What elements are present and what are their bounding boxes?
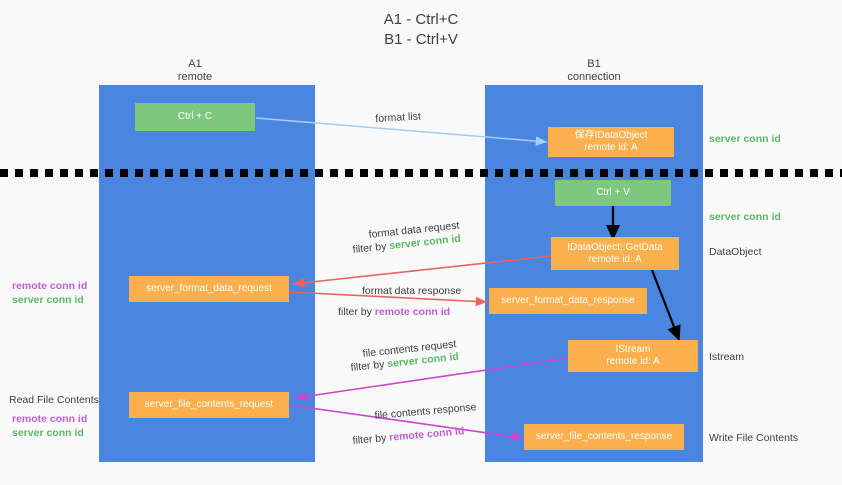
filter-prefix: filter by bbox=[350, 358, 388, 374]
left-label-remote-conn-id-2: remote conn id bbox=[12, 413, 88, 425]
filter-key-remote-conn-id: remote conn id bbox=[388, 425, 465, 444]
box-getdata[interactable]: IDataObject::GetData remote id: A bbox=[551, 237, 679, 270]
box-ctrl-v[interactable]: Ctrl + V bbox=[555, 180, 671, 206]
filter-prefix: filter by bbox=[352, 431, 390, 447]
box-file-contents-request-line1: server_file_contents_request bbox=[144, 399, 274, 410]
box-format-data-request[interactable]: server_format_data_request bbox=[129, 276, 289, 302]
filter-prefix: filter by bbox=[352, 240, 390, 256]
box-file-contents-response[interactable]: server_file_contents_response bbox=[524, 424, 684, 450]
filter-key-remote-conn-id: remote conn id bbox=[374, 306, 451, 318]
phase-divider bbox=[0, 169, 842, 177]
annotation-format-data-response: format data response bbox=[362, 285, 462, 297]
box-idataobject-create-line2: remote id: A bbox=[584, 142, 638, 153]
right-label-server-conn-id-2: server conn id bbox=[709, 211, 781, 223]
annotation-file-contents-response: file contents response bbox=[374, 401, 477, 422]
right-label-istream: Istream bbox=[709, 351, 745, 363]
box-idataobject-create[interactable]: 保存IDataObject remote id: A bbox=[548, 127, 674, 157]
lane-header-b1-name: B1 bbox=[587, 58, 601, 70]
box-file-contents-request[interactable]: server_file_contents_request bbox=[129, 392, 289, 418]
box-idataobject-create-line1: 保存IDataObject bbox=[574, 130, 648, 141]
annotation-format-data-response-filter: filter by remote conn id bbox=[338, 305, 450, 319]
filter-prefix: filter by bbox=[338, 306, 375, 318]
title-line-2: B1 - Ctrl+V bbox=[384, 31, 458, 48]
right-label-write-file-contents: Write File Contents bbox=[709, 432, 799, 444]
box-format-data-response[interactable]: server_format_data_response bbox=[489, 288, 647, 314]
annotation-file-contents-response-filter: filter by remote conn id bbox=[352, 424, 465, 448]
right-label-dataobject: DataObject bbox=[709, 246, 762, 258]
lane-header-b1: B1 connection bbox=[514, 58, 674, 84]
annotation-format-list: format list bbox=[375, 110, 422, 125]
box-getdata-line2: remote id: A bbox=[588, 253, 642, 265]
left-label-remote-conn-id-1: remote conn id bbox=[12, 280, 88, 292]
box-ctrl-c-line1: Ctrl + C bbox=[177, 111, 213, 122]
lane-header-a1-sub: remote bbox=[177, 71, 213, 83]
box-ctrl-v-line1: Ctrl + V bbox=[596, 187, 630, 198]
lane-header-b1-sub: connection bbox=[567, 71, 621, 83]
box-istream[interactable]: IStream remote id: A bbox=[568, 340, 698, 372]
left-label-read-file-contents: Read File Contents bbox=[9, 394, 99, 406]
lane-header-a1-name: A1 bbox=[188, 58, 202, 70]
box-ctrl-c[interactable]: Ctrl + C bbox=[135, 103, 255, 131]
box-istream-line2: remote id: A bbox=[606, 356, 660, 367]
box-format-data-request-line1: server_format_data_request bbox=[146, 283, 272, 294]
page-title: A1 - Ctrl+C B1 - Ctrl+V bbox=[0, 10, 842, 50]
box-format-data-response-line1: server_format_data_response bbox=[501, 295, 635, 306]
box-istream-line1: IStream bbox=[615, 344, 651, 355]
left-label-server-conn-id-2: server conn id bbox=[12, 427, 84, 439]
left-label-server-conn-id-1: server conn id bbox=[12, 294, 84, 306]
box-getdata-line1: IDataObject::GetData bbox=[567, 241, 663, 253]
title-line-1: A1 - Ctrl+C bbox=[383, 11, 459, 28]
box-file-contents-response-line1: server_file_contents_response bbox=[535, 431, 673, 442]
right-label-server-conn-id-1: server conn id bbox=[709, 133, 781, 145]
lane-header-a1: A1 remote bbox=[115, 58, 275, 84]
